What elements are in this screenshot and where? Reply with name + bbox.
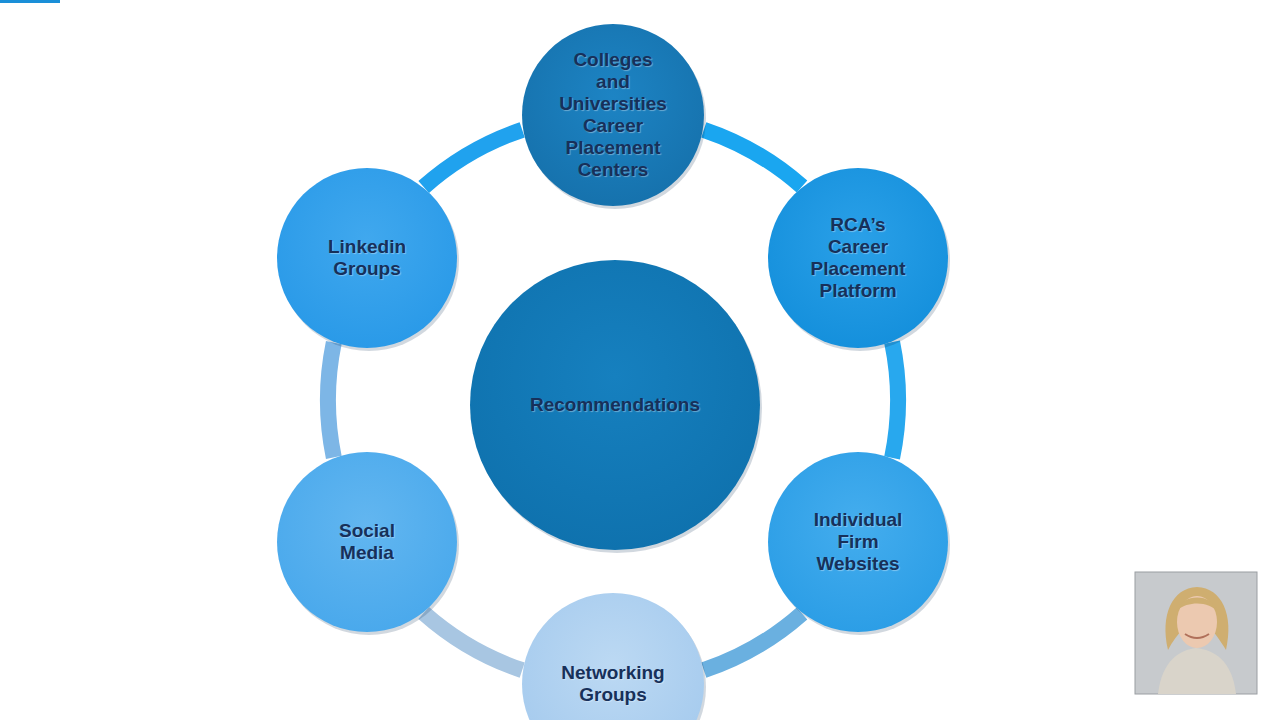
channel-circle: RCA’s Career Placement Platform xyxy=(767,167,949,349)
ring-connector xyxy=(892,342,898,458)
circle-label: Linkedin Groups xyxy=(321,236,413,280)
circle-label: Social Media xyxy=(321,520,413,564)
channel-circle: Individual Firm Websites xyxy=(767,451,949,633)
circle-label: Networking Groups xyxy=(548,662,678,706)
channel-circle: Colleges and Universities Career Placeme… xyxy=(521,23,705,207)
channel-circle: Networking Groups xyxy=(521,592,705,720)
channel-circle: Social Media xyxy=(276,451,458,633)
ring-connector xyxy=(424,130,523,187)
ring-connector xyxy=(704,130,802,187)
channel-circle: Linkedin Groups xyxy=(276,167,458,349)
circle-label: Colleges and Universities Career Placeme… xyxy=(557,49,669,181)
ring-connector xyxy=(328,343,334,458)
center-circle: Recommendations xyxy=(469,259,761,551)
center-label: Recommendations xyxy=(485,394,745,416)
ring-connector xyxy=(704,613,802,670)
circle-label: RCA’s Career Placement Platform xyxy=(803,214,913,302)
speaker-photo xyxy=(1135,572,1257,694)
ring-connector xyxy=(424,613,523,670)
circle-label: Individual Firm Websites xyxy=(803,509,913,575)
header-bar xyxy=(0,0,60,3)
